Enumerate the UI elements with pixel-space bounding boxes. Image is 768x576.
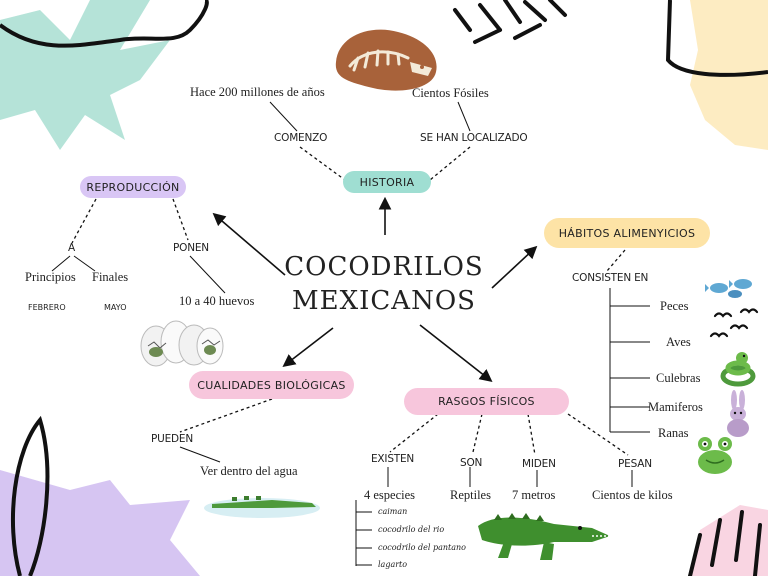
- species-caiman: caiman: [378, 507, 408, 516]
- habitos-link: CONSISTEN EN: [572, 272, 649, 284]
- habitos-item-ranas: Ranas: [658, 426, 689, 440]
- eggs-icon: [140, 320, 224, 367]
- historia-label: HISTORIA: [359, 175, 415, 189]
- cualidades-label: CUALIDADES BIOLÓGICAS: [197, 378, 346, 392]
- main-title: COCODRILOS MEXICANOS: [262, 250, 506, 318]
- reproduccion-finales: Finales: [92, 270, 129, 284]
- habitos-item-mamiferos: Mamiferos: [648, 400, 703, 414]
- rasgos-link-miden: MIDEN: [522, 458, 556, 470]
- reproduccion-huevos: 10 a 40 huevos: [179, 294, 255, 308]
- historia-link-right: SE HAN LOCALIZADO: [420, 132, 528, 144]
- reproduccion-link-ponen: PONEN: [173, 242, 209, 254]
- reproduccion-node: REPRODUCCIÓN: [80, 176, 186, 198]
- fossil-icon: [335, 29, 437, 91]
- snake-icon: [720, 352, 756, 387]
- historia-value-left: Hace 200 millones de años: [190, 85, 325, 99]
- lilac-shape: [0, 470, 200, 576]
- historia-value-right: Cientos Fósiles: [412, 86, 489, 100]
- habitos-node: HÁBITOS ALIMENYICIOS: [544, 218, 710, 248]
- reproduccion-label: REPRODUCCIÓN: [86, 180, 180, 194]
- species-cocodrilo-pantano: cocodrilo del pantano: [378, 543, 466, 552]
- habitos-label: HÁBITOS ALIMENYICIOS: [558, 226, 696, 240]
- crocodile-icon: [478, 513, 610, 560]
- crocodile-in-water-icon: [204, 496, 320, 518]
- pink-shape: [690, 505, 768, 576]
- black-strokes-top: [453, 0, 567, 44]
- arrow-reproduccion: [212, 212, 286, 276]
- rabbit-icon: [727, 390, 749, 437]
- species-cocodrilo-rio: cocodrilo del rio: [378, 525, 445, 534]
- habitos-item-culebras: Culebras: [656, 371, 701, 385]
- arrow-cualidades: [282, 327, 334, 367]
- rasgos-node: RASGOS FÍSICOS: [404, 388, 569, 415]
- rasgos-metros: 7 metros: [512, 488, 556, 502]
- reproduccion-mayo: MAYO: [104, 303, 127, 312]
- habitos-item-aves: Aves: [666, 335, 691, 349]
- reproduccion-principios: Principios: [25, 270, 76, 284]
- birds-icon: [709, 308, 759, 338]
- historia-node: HISTORIA: [343, 171, 431, 193]
- arrow-rasgos: [419, 324, 493, 382]
- cualidades-node: CUALIDADES BIOLÓGICAS: [189, 371, 354, 399]
- black-outline-top-right: [665, 0, 768, 77]
- fish-icon: [705, 279, 752, 298]
- rasgos-label: RASGOS FÍSICOS: [438, 395, 535, 408]
- rasgos-link-pesan: PESAN: [618, 458, 652, 470]
- species-lagarto: lagarto: [378, 560, 408, 569]
- title-line-1: COCODRILOS: [284, 252, 484, 282]
- rasgos-link-son: SON: [460, 457, 483, 469]
- cualidades-link: PUEDEN: [151, 433, 194, 445]
- reproduccion-febrero: FEBRERO: [28, 303, 66, 312]
- rasgos-especies: 4 especies: [364, 488, 416, 502]
- reproduccion-link-a: A: [68, 242, 75, 254]
- historia-link-left: COMENZO: [274, 132, 328, 144]
- black-strokes-bottom-right: [688, 510, 762, 576]
- rasgos-link-existen: EXISTEN: [371, 453, 415, 465]
- frog-icon: [698, 437, 732, 474]
- cualidades-value: Ver dentro del agua: [200, 464, 298, 478]
- rasgos-kilos: Cientos de kilos: [592, 488, 673, 502]
- arrow-habitos: [491, 245, 538, 289]
- title-line-2: MEXICANOS: [292, 286, 476, 316]
- black-leaf-bottom-left: [10, 415, 50, 576]
- rasgos-reptiles: Reptiles: [450, 488, 491, 502]
- black-scribble-top-left: [0, 0, 209, 48]
- habitos-item-peces: Peces: [660, 299, 689, 313]
